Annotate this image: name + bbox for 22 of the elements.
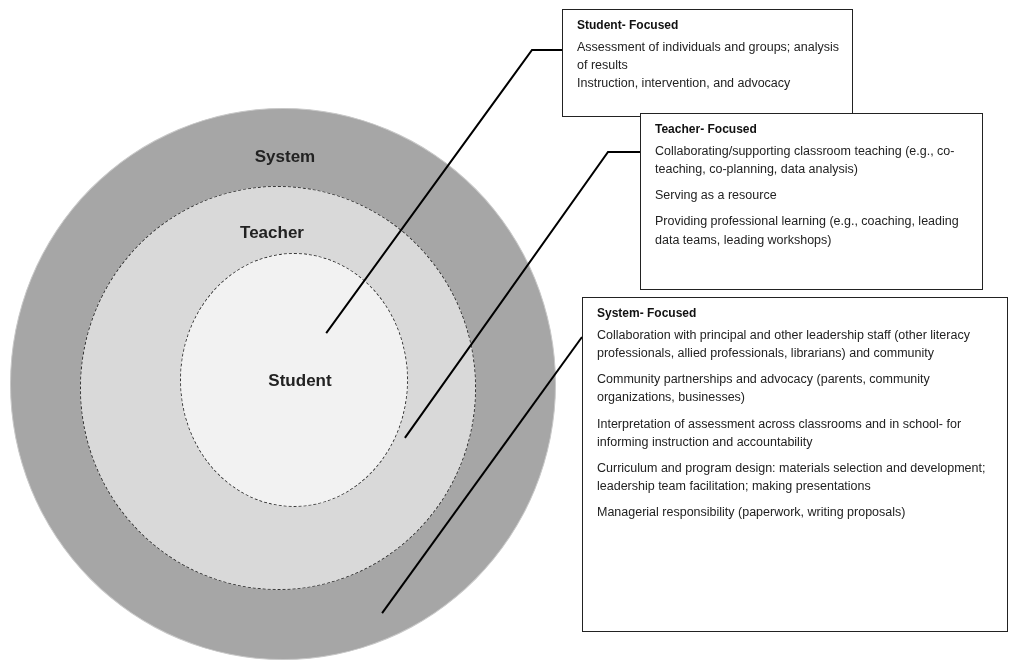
list-item: Interpretation of assessment across classrooms and in school- for informing instruction and accountability — [597, 415, 963, 451]
list-item: Providing professional learning (e.g., coaching, leading data teams, leading workshops) — [655, 213, 960, 249]
description-box — [562, 9, 853, 117]
leader-line — [381, 336, 583, 615]
zone-label: Teacher — [240, 223, 304, 243]
list-item: Serving as a resource — [655, 187, 778, 205]
leader-line — [403, 151, 641, 439]
list-item: Assessment of individuals and groups; analysis of results — [577, 39, 840, 75]
zone-label: System — [254, 147, 316, 167]
leader-line — [325, 49, 563, 335]
zone-label: Student — [268, 371, 332, 391]
list-item: Instruction, intervention, and advocacy — [577, 75, 792, 93]
list-item: Community partnerships and advocacy (parents, community organizations, businesses) — [597, 371, 931, 407]
list-item: Curriculum and program design: materials selection and development; leadership team facilitation; making presentations — [597, 459, 987, 495]
box-heading: System- Focused — [597, 306, 698, 320]
list-item: Managerial responsibility (paperwork, writing proposals) — [597, 504, 907, 521]
box-heading: Teacher- Focused — [655, 122, 758, 136]
description-box — [582, 297, 1008, 632]
box-heading: Student- Focused — [577, 18, 680, 32]
list-item: Collaboration with principal and other leadership staff (other literacy professionals, allied professionals, librarians) and community — [597, 327, 971, 363]
list-item: Collaborating/supporting classroom teaching (e.g., co-teaching, co-planning, data analysis) — [655, 143, 956, 179]
description-box — [640, 113, 983, 290]
